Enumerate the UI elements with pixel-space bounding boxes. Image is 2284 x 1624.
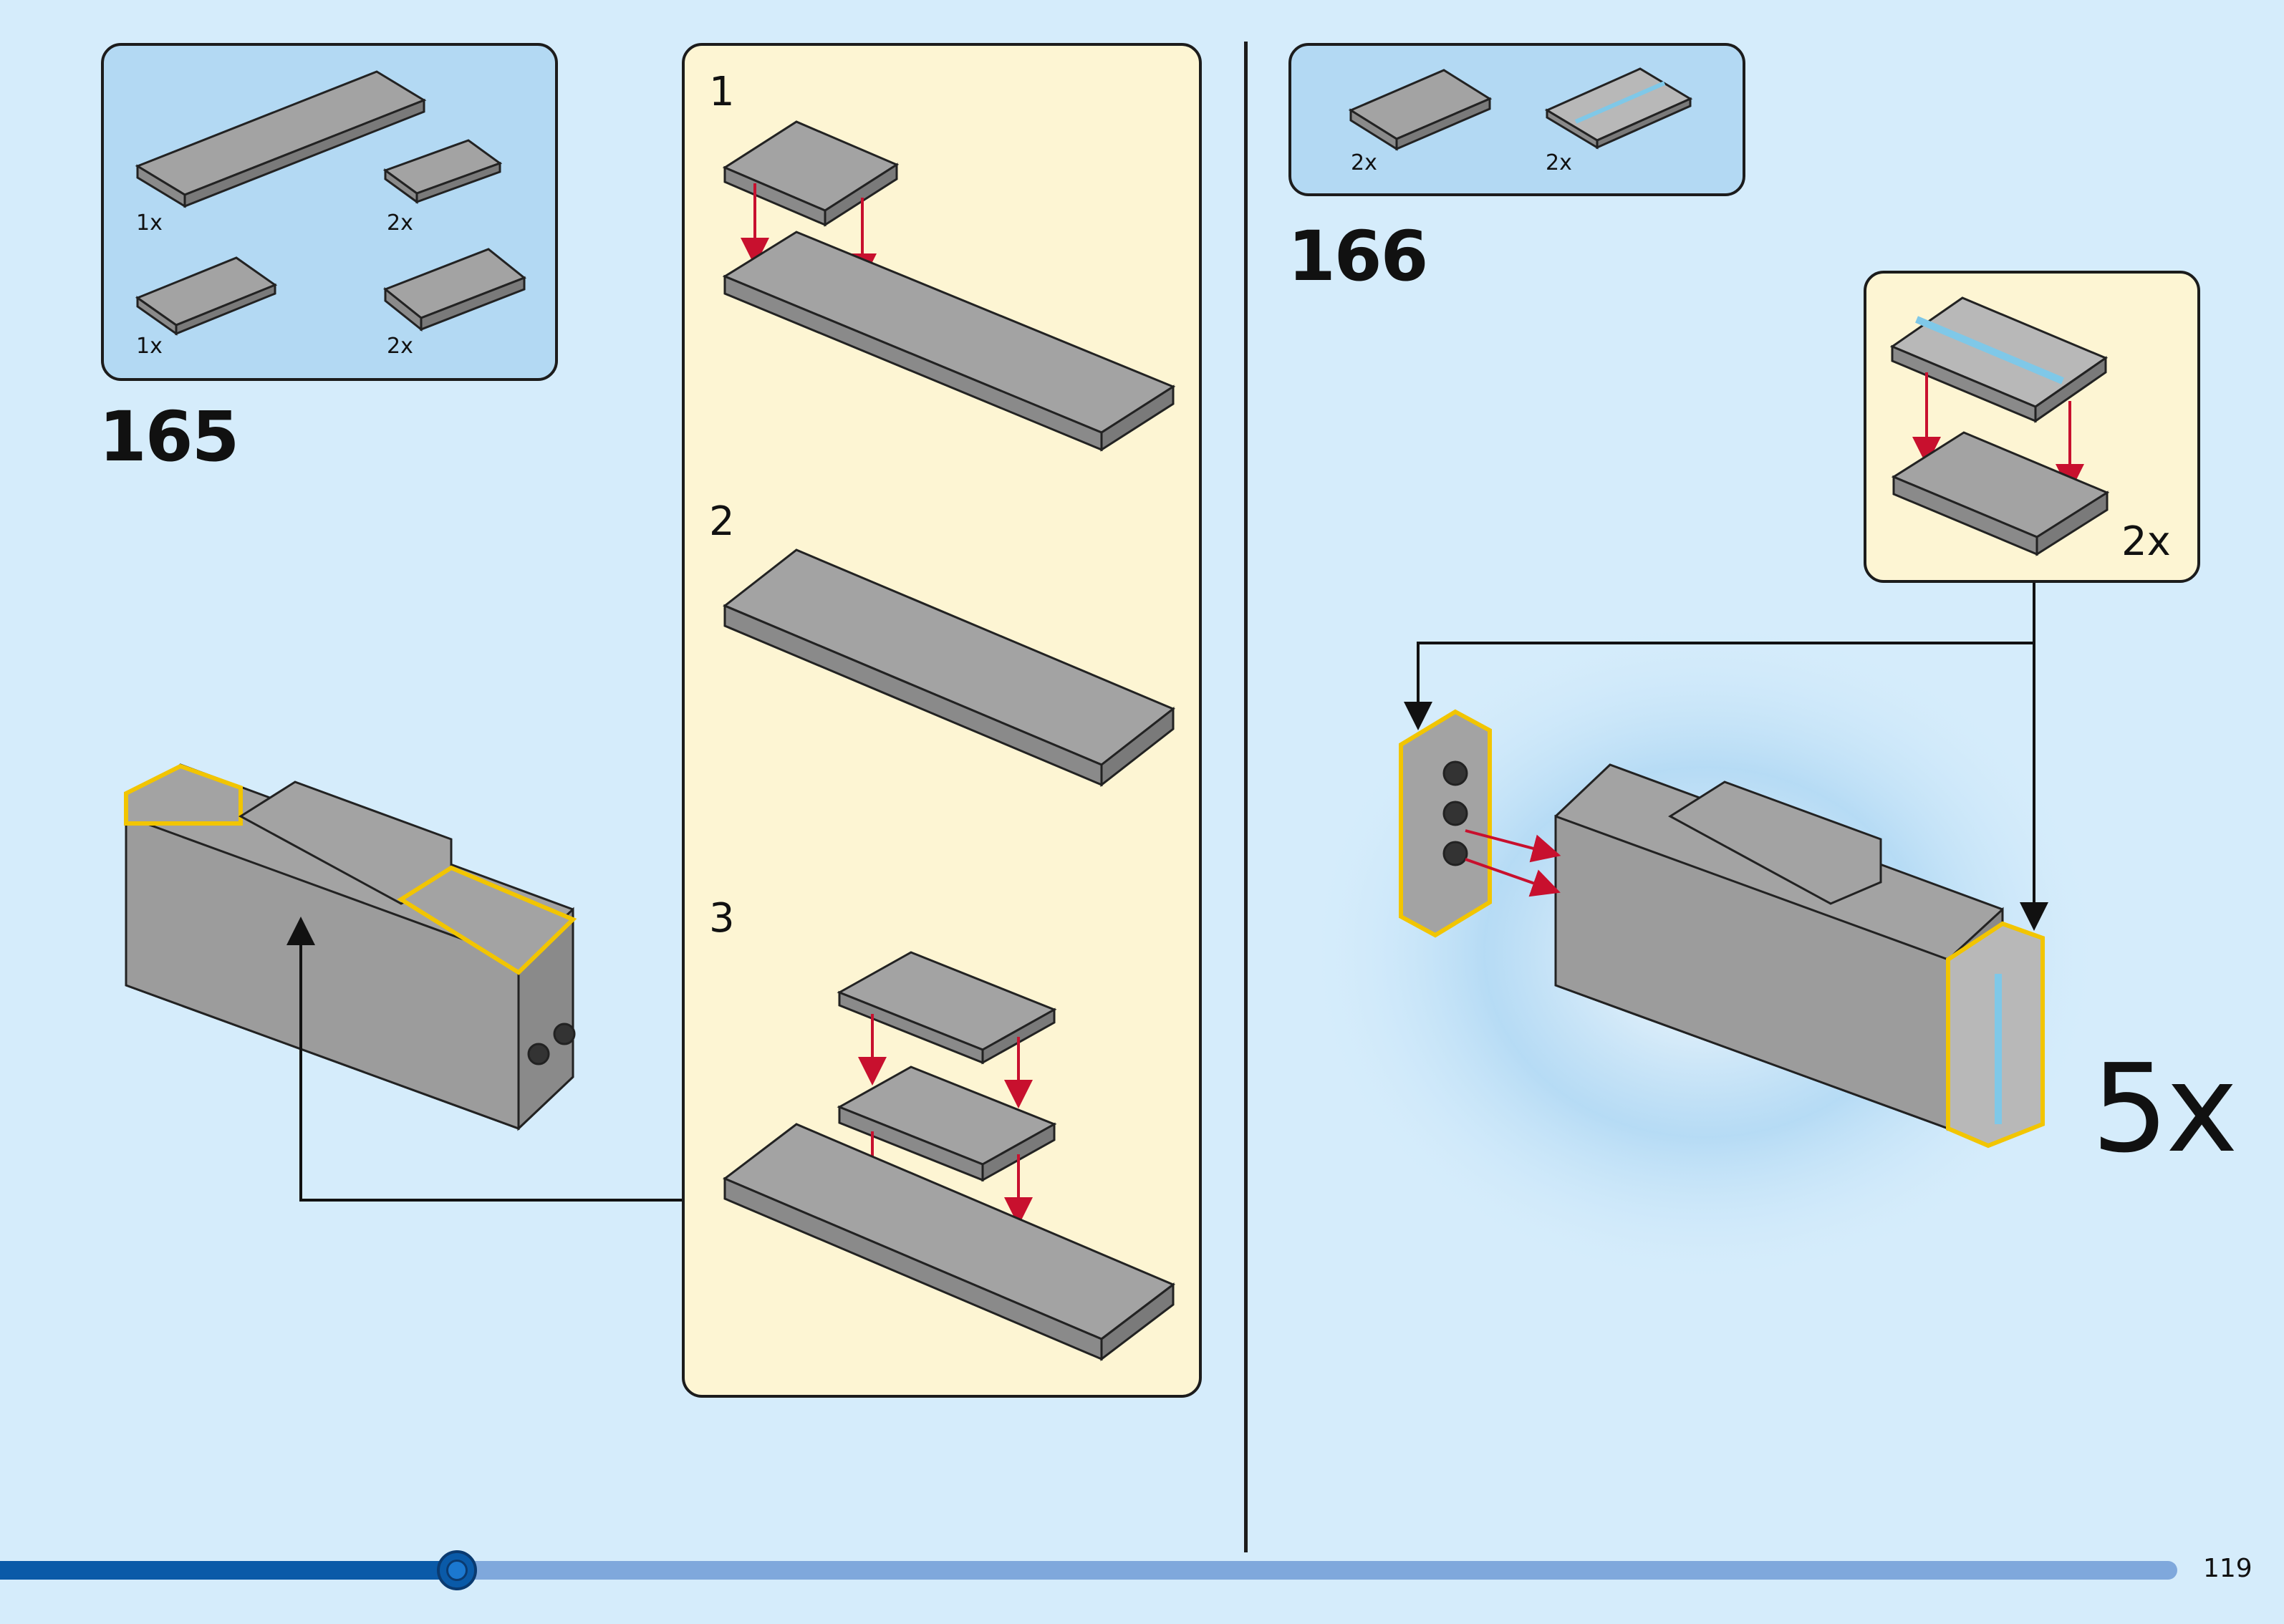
tile-2x4-icon (135, 256, 278, 336)
page-number: 119 (2203, 1554, 2252, 1583)
substep-1-illustration (722, 120, 1176, 452)
substep-number: 3 (709, 895, 735, 942)
substep-3-illustration (723, 951, 1175, 1362)
subassembly-quantity: 2x (2121, 518, 2171, 565)
plate-2x4-icon (1348, 69, 1493, 151)
step-number: 166 (1288, 216, 1428, 296)
step-number: 165 (99, 397, 239, 477)
substep-2-illustration (723, 548, 1175, 788)
part-qty: 2x (1351, 150, 1377, 175)
column-divider (1244, 42, 1248, 1552)
subassembly-166-illustration (1889, 296, 2110, 556)
part-qty: 2x (1546, 150, 1572, 175)
progress-knob (437, 1550, 478, 1590)
tile-2x4-icon (382, 139, 503, 204)
connector-arrow (286, 917, 682, 1202)
substep-number: 1 (709, 69, 735, 115)
plate-2x4-icon (383, 248, 526, 332)
part-qty: 2x (387, 211, 413, 236)
connector-arrow (1404, 583, 2035, 730)
model-166 (1399, 709, 2045, 1149)
progress-fill (0, 1561, 458, 1580)
printed-tile-icon (1544, 67, 1693, 150)
build-multiplier: 5x (2091, 1038, 2238, 1180)
model-165 (124, 763, 577, 1131)
part-qty: 1x (136, 334, 163, 359)
substep-number: 2 (709, 498, 735, 545)
part-qty: 1x (136, 211, 163, 236)
plate-2x10-icon (135, 70, 427, 208)
part-qty: 2x (387, 334, 413, 359)
